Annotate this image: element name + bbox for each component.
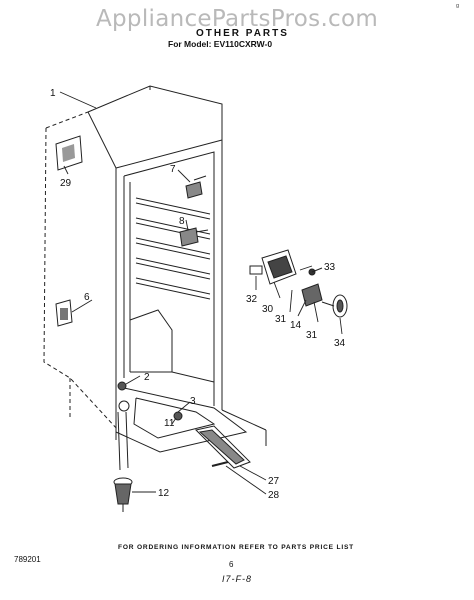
watermark: AppliancePartsPros.com [96,6,379,32]
part-7-bracket [185,175,207,199]
callout-11: 11 [164,418,175,429]
control-assembly [249,249,348,318]
part-29-panel [55,135,83,171]
page-code: I7-F-8 [222,574,253,584]
document-number: 789201 [14,555,41,564]
callout-3: 3 [190,396,196,407]
part-8-bracket [179,227,209,247]
callout-2: 2 [144,372,150,383]
callout-8: 8 [179,216,185,227]
callout-12: 12 [158,488,170,499]
part-6-clip [55,299,73,327]
callout-34: 34 [334,338,346,349]
callout-28: 28 [268,490,280,501]
callout-14: 14 [290,320,302,331]
ordering-info: FOR ORDERING INFORMATION REFER TO PARTS … [118,544,354,551]
part-27-hinge [195,425,251,469]
corner-mark: ᵍ [456,2,460,11]
callouts: 1 29 7 8 6 33 32 30 31 14 31 34 2 3 11 2… [50,88,346,501]
callout-30: 30 [262,304,274,315]
callout-27: 27 [268,476,280,487]
diagram-title: OTHER PARTS [196,28,289,39]
callout-6: 6 [84,292,90,303]
model-label: For Model: EV110CXRW-0 [168,39,273,49]
callout-29: 29 [60,178,72,189]
leader-lines [59,91,343,495]
callout-7: 7 [170,164,176,175]
callout-32: 32 [246,294,258,305]
callout-31b: 31 [306,330,318,341]
part-12-leveling-leg [113,477,133,512]
callout-33: 33 [324,262,336,273]
cabinet-shell [43,85,267,453]
page-number: 6 [229,560,234,569]
small-fasteners [117,381,183,471]
shelf-ribs [135,197,211,300]
callout-31a: 31 [275,314,287,325]
callout-1: 1 [50,88,56,99]
